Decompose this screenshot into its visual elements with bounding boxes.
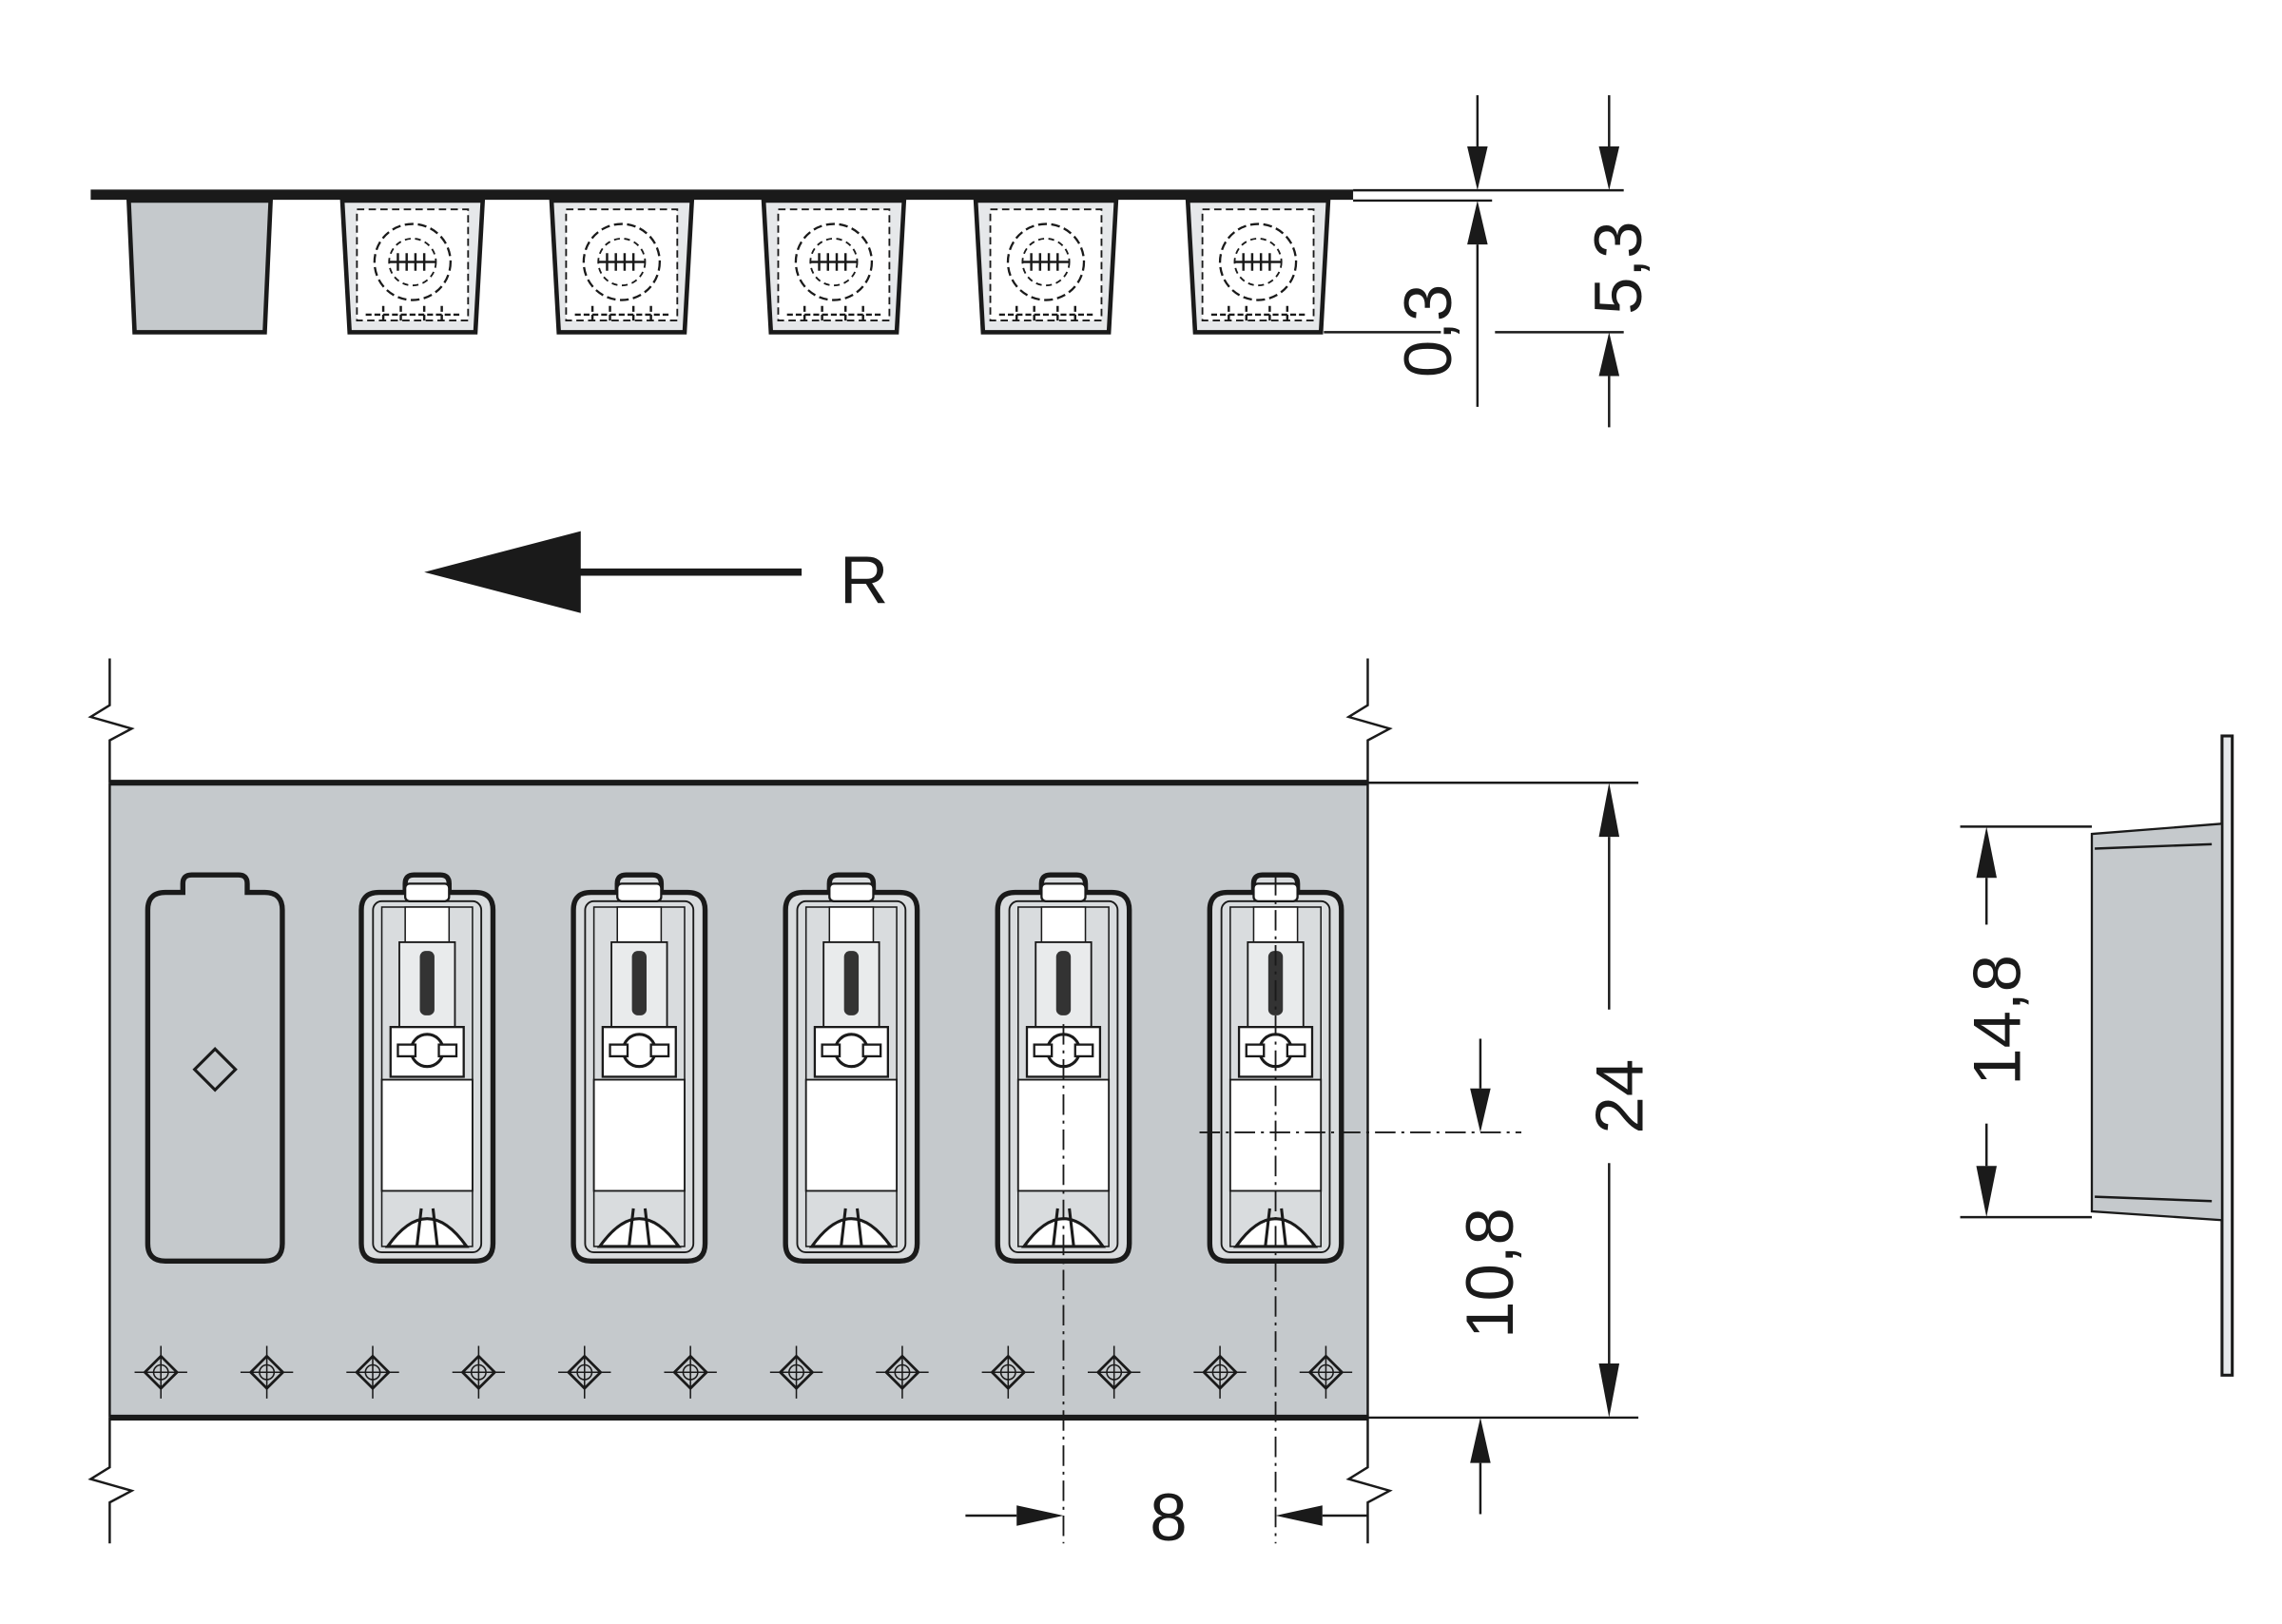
sprocket-hole <box>240 1345 294 1399</box>
dimension-label: 10,8 <box>1452 1208 1527 1339</box>
sprocket-hole <box>876 1345 929 1399</box>
side-view: 0,3 5,3 <box>90 95 1655 428</box>
sprocket-hole <box>558 1345 611 1399</box>
break-line-right-bottom <box>1345 1417 1393 1544</box>
sprocket-holes <box>134 1345 1353 1399</box>
tape-cross-section <box>2220 734 2234 1377</box>
feed-direction: R <box>424 531 888 617</box>
break-line-right-top <box>1345 658 1393 783</box>
filled-pocket-side <box>976 201 1116 332</box>
empty-pocket-side <box>126 198 274 335</box>
break-line-left-top <box>87 658 135 783</box>
filled-pocket-side <box>551 201 692 332</box>
sprocket-hole <box>346 1345 399 1399</box>
top-view: 24 10,8 8 <box>87 658 1657 1555</box>
sprocket-hole <box>1193 1345 1247 1399</box>
dimension-label: 24 <box>1582 1059 1657 1134</box>
dimension-8: 8 <box>965 1479 1368 1555</box>
component-pocket-top <box>785 875 917 1261</box>
sprocket-hole <box>664 1345 717 1399</box>
arrow-left-icon <box>424 531 581 613</box>
pocket-cross-section <box>2090 822 2224 1222</box>
sprocket-hole <box>134 1345 187 1399</box>
sprocket-hole <box>981 1345 1035 1399</box>
dimension-0-3: 0,3 <box>1390 95 1488 407</box>
dimension-24: 24 <box>1367 782 1657 1420</box>
filled-pocket-side <box>764 201 904 332</box>
dimension-label: 14,8 <box>1960 955 2035 1086</box>
dimension-10-8: 10,8 <box>1452 1038 1527 1515</box>
feed-direction-label: R <box>840 542 888 617</box>
dimension-14-8: 14,8 <box>1960 825 2092 1219</box>
dimension-5-3: 5,3 <box>1580 95 1655 428</box>
carrier-tape <box>109 783 1368 1418</box>
filled-pocket-side <box>1188 201 1328 332</box>
sprocket-hole <box>1299 1345 1353 1399</box>
end-view: 14,8 <box>1960 734 2234 1377</box>
sprocket-hole <box>769 1345 823 1399</box>
dimension-label: 8 <box>1150 1479 1187 1555</box>
empty-pocket-top <box>145 872 285 1264</box>
sprocket-hole <box>1088 1345 1141 1399</box>
filled-pocket-side <box>342 201 483 332</box>
dimension-label: 0,3 <box>1390 284 1465 377</box>
sprocket-hole <box>452 1345 506 1399</box>
dimension-label: 5,3 <box>1580 222 1655 315</box>
diamond-icon <box>192 1047 238 1092</box>
break-line-left-bottom <box>87 1417 135 1544</box>
component-pocket-top <box>573 875 705 1261</box>
component-pocket-top <box>361 875 493 1261</box>
